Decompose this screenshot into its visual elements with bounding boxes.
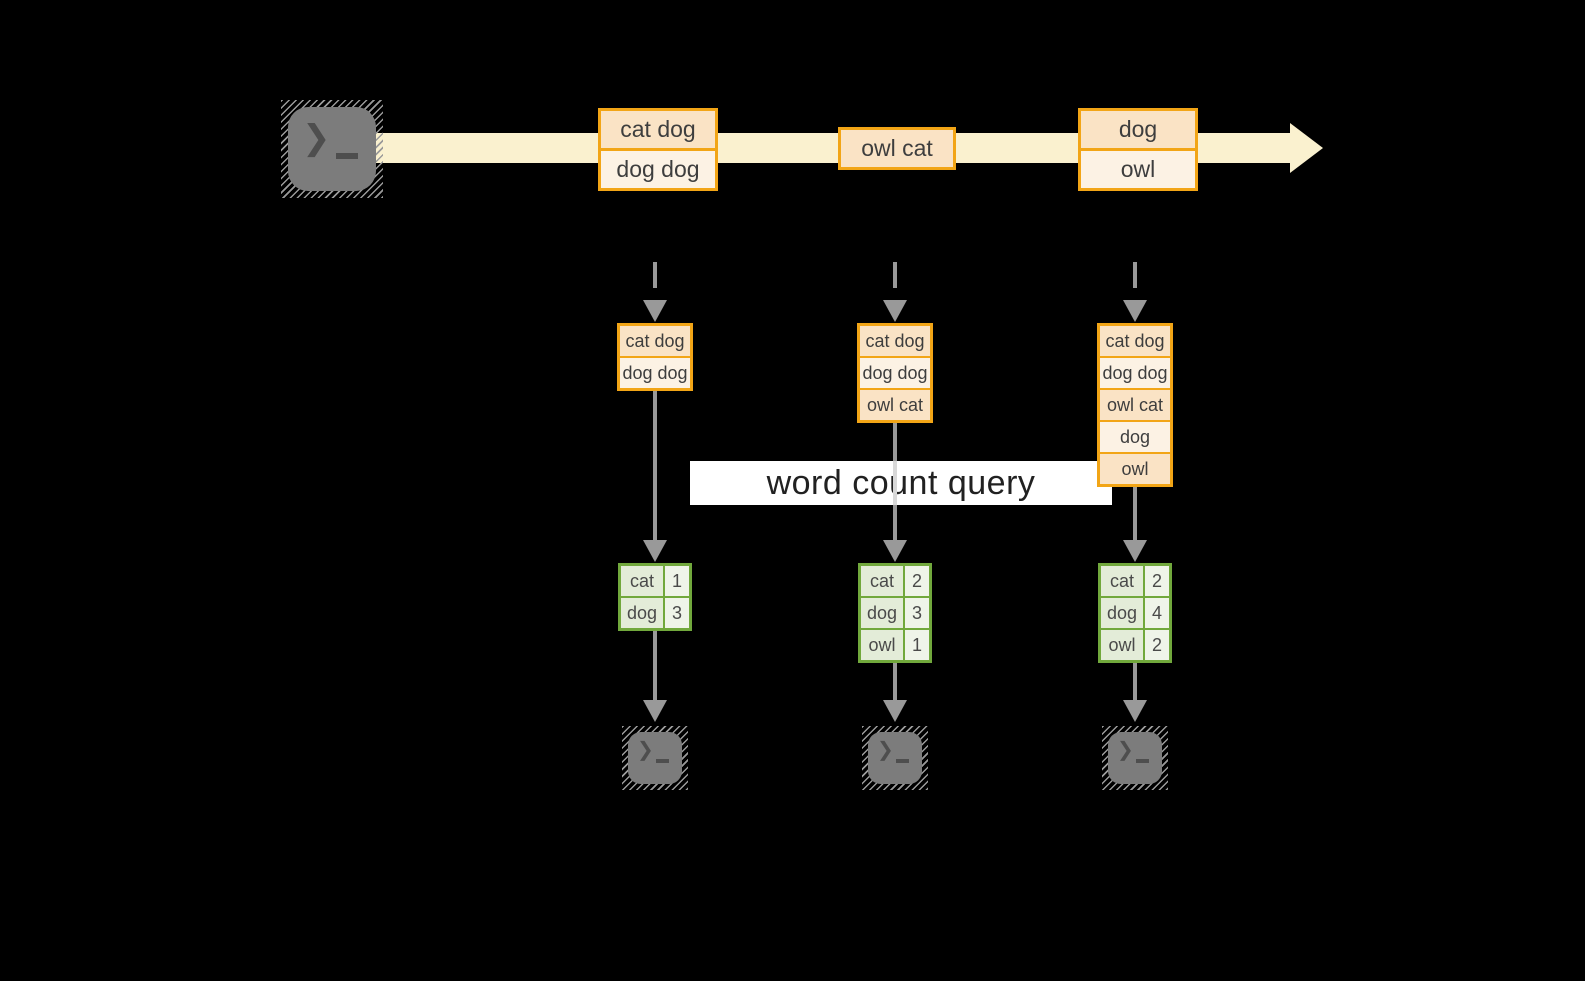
dashed-arrow-segment — [653, 262, 657, 288]
count-value-cell: 3 — [665, 598, 689, 628]
terminal-icon: ❯ — [281, 100, 383, 198]
count-value-cell: 2 — [1145, 566, 1169, 596]
count-value-cell: 4 — [1145, 598, 1169, 628]
stream-event-line: owl — [1081, 148, 1195, 188]
count-value-cell: 1 — [905, 630, 929, 660]
stream-event-line: cat dog — [601, 111, 715, 148]
terminal-icon: ❯ — [862, 726, 928, 790]
count-value-cell: 1 — [665, 566, 689, 596]
count-word-cell: cat — [861, 566, 905, 596]
arrowhead-icon — [1123, 700, 1147, 722]
prompt-cursor-icon — [656, 759, 669, 763]
terminal-screen: ❯ — [1108, 732, 1162, 784]
arrow-line — [1133, 487, 1137, 542]
state-cell: cat dog — [1100, 326, 1170, 356]
state-cell: cat dog — [620, 326, 690, 356]
count-word-cell: cat — [1101, 566, 1145, 596]
dashed-arrowhead-icon — [883, 300, 907, 322]
dashed-arrow-segment — [893, 262, 897, 288]
arrowhead-icon — [643, 700, 667, 722]
terminal-screen: ❯ — [288, 107, 376, 191]
dashed-arrow-segment — [1133, 262, 1137, 288]
prompt-chevron-icon: ❯ — [637, 739, 654, 761]
stream-event-box: owl cat — [838, 127, 956, 170]
terminal-icon: ❯ — [622, 726, 688, 790]
query-label: word count query — [766, 463, 1036, 502]
count-word-cell: owl — [1101, 630, 1145, 660]
arrowhead-icon — [1123, 540, 1147, 562]
state-cell: cat dog — [860, 326, 930, 356]
count-value-cell: 2 — [905, 566, 929, 596]
arrowhead-icon — [643, 540, 667, 562]
arrow-line — [653, 391, 657, 542]
count-word-cell: dog — [861, 598, 905, 628]
dashed-arrowhead-icon — [643, 300, 667, 322]
prompt-chevron-icon: ❯ — [1117, 739, 1134, 761]
dashed-arrowhead-icon — [1123, 300, 1147, 322]
prompt-chevron-icon: ❯ — [302, 119, 331, 157]
query-band: word count query — [690, 461, 1112, 505]
prompt-chevron-icon: ❯ — [877, 739, 894, 761]
stream-event-line: dog — [1081, 111, 1195, 148]
state-cell: owl cat — [860, 388, 930, 420]
arrowhead-icon — [883, 700, 907, 722]
arrow-line — [1133, 663, 1137, 702]
count-word-cell: dog — [621, 598, 665, 628]
arrowhead-icon — [883, 540, 907, 562]
state-cell: dog dog — [1100, 356, 1170, 388]
count-word-cell: cat — [621, 566, 665, 596]
state-cell: dog — [1100, 420, 1170, 452]
stream-event-line: dog dog — [601, 148, 715, 188]
count-value-cell: 3 — [905, 598, 929, 628]
stream-event-line: owl cat — [841, 130, 953, 167]
arrow-line-over-band — [893, 461, 897, 505]
state-cell: dog dog — [860, 356, 930, 388]
prompt-cursor-icon — [1136, 759, 1149, 763]
arrow-line — [653, 631, 657, 702]
terminal-screen: ❯ — [868, 732, 922, 784]
state-cell: owl cat — [1100, 388, 1170, 420]
prompt-cursor-icon — [336, 153, 358, 159]
terminal-icon: ❯ — [1102, 726, 1168, 790]
state-cell: dog dog — [620, 356, 690, 388]
count-word-cell: owl — [861, 630, 905, 660]
count-value-cell: 2 — [1145, 630, 1169, 660]
terminal-screen: ❯ — [628, 732, 682, 784]
state-cell: owl — [1100, 452, 1170, 484]
stream-arrowhead-icon — [1290, 123, 1323, 173]
prompt-cursor-icon — [896, 759, 909, 763]
count-word-cell: dog — [1101, 598, 1145, 628]
arrow-line — [893, 663, 897, 702]
